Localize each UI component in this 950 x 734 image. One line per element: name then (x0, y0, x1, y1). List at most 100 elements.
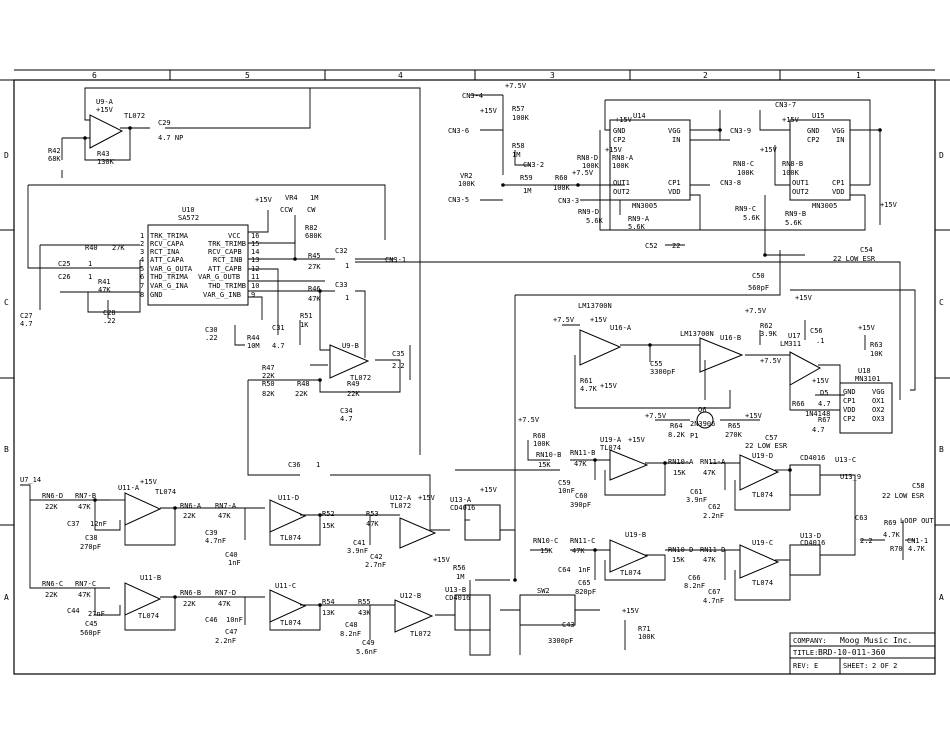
res-r82-ref: R82 (305, 224, 318, 232)
cap-c28-ref: C28 (103, 309, 116, 317)
u10-pin-num-8: 8 (140, 291, 144, 299)
res-r60-value: 100K (553, 184, 571, 192)
res-r71-value: 100K (638, 633, 656, 641)
u19b-ref: U19-B (625, 531, 646, 539)
power-15v-r71: +15V (622, 607, 640, 615)
connector-cn3-3: CN3-3 (558, 197, 579, 205)
u10-pin-num-12: 12 (251, 265, 259, 273)
res-r61-value: 4.7K (580, 385, 598, 393)
u10-pin-num-3: 3 (140, 248, 144, 256)
cap-c30-ref: C30 (205, 326, 218, 334)
res-rn7d-value: 47K (218, 600, 231, 608)
res-r53-value: 47K (366, 520, 379, 528)
cap-c66-value: 8.2nF (684, 582, 705, 590)
res-r49-ref: R49 (347, 380, 360, 388)
u17-part: LM311 (780, 340, 801, 348)
u10-pin-left-4: ATT_CAPA (150, 256, 185, 264)
res-r46-ref: R46 (308, 285, 321, 293)
connector-cn3-2: CN3-2 (523, 161, 544, 169)
res-r64-value: 8.2K (668, 431, 686, 439)
res-rn9a-value: 5.6K (628, 223, 646, 231)
power-15v-c56: +15V (795, 294, 813, 302)
title-label: TITLE: (793, 649, 818, 657)
res-rn6c-value: 22K (45, 591, 58, 599)
res-r55-ref: R55 (358, 598, 371, 606)
cap-c46-ref: C46 (205, 616, 218, 624)
power-15v-r56: +15V (433, 556, 451, 564)
cap-c35-ref: C35 (392, 350, 405, 358)
cap-c55-value: 3300pF (650, 368, 675, 376)
u14-pin-vdd: VDD (668, 188, 681, 196)
op-amp-u19a (609, 449, 649, 481)
cap-c43-ref: C43 (562, 621, 575, 629)
res-r40-ref: R40 (85, 244, 98, 252)
sheet-border: 6 5 4 3 2 1 D C B A D C B A (0, 69, 950, 675)
op-amp-u19c (739, 544, 780, 579)
cap-c28-value: .22 (103, 317, 116, 325)
op-amp-u12a (399, 517, 437, 549)
cap-c34-ref: C34 (340, 407, 353, 415)
clock-chip-u18: U18 MN3101 GND CP1 VDD CP2 VGG OX1 OX2 O… (843, 367, 885, 423)
power-15v-u13a: +15V (480, 486, 498, 494)
u10-pin-num-15: 15 (251, 240, 259, 248)
u10-pin-right-11: VAR_G_OUTB (198, 273, 240, 281)
res-r50-value: 82K (262, 390, 275, 398)
res-r46-value: 47K (308, 295, 321, 303)
cap-c52-ref: C52 (645, 242, 658, 250)
cap-c43-value: 3300pF (548, 637, 573, 645)
u10-pin-right-15: TRK_TRIMB (208, 240, 246, 248)
cap-c62-value: 2.2nF (703, 512, 724, 520)
res-rn8b-value: 100K (782, 169, 800, 177)
res-r50-ref: R50 (262, 380, 275, 388)
res-rn6d-value: 22K (45, 503, 58, 511)
cap-c40-value: 1nF (228, 559, 241, 567)
column-label-4: 4 (398, 71, 403, 80)
res-r45-value: 27K (308, 263, 321, 271)
u10-pin-num-7: 7 (140, 282, 144, 290)
power-15v-rn8c: +15V (760, 146, 778, 154)
u13a-part: CD4016 (450, 504, 475, 512)
res-rn6c-ref: RN6-C (42, 580, 63, 588)
res-r68-value: 100K (533, 440, 551, 448)
u13b-ref: U13-B (445, 586, 466, 594)
u10-pin-num-1: 1 (140, 232, 144, 240)
u14-pin-gnd: GND (613, 127, 626, 135)
res-r59-ref: R59 (520, 174, 533, 182)
res-r47-value: 22K (262, 372, 275, 380)
u19a-ref: U19-A (600, 436, 622, 444)
res-r45-ref: R45 (308, 252, 321, 260)
res-rn11b-value: 47K (574, 460, 587, 468)
res-r67-value: 4.7 (812, 426, 825, 434)
u10-pin-left-2: RCV_CAPA (150, 240, 185, 248)
res-rn8b-ref: RN8-B (782, 160, 803, 168)
res-r57-ref: R57 (512, 105, 525, 113)
u9b-part: TL072 (350, 374, 371, 382)
res-rn7d-ref: RN7-D (215, 589, 236, 597)
cap-c49-value: 5.6nF (356, 648, 377, 656)
connector-cn3-6: CN3-6 (448, 127, 469, 135)
res-rn7b-ref: RN7-B (75, 492, 96, 500)
res-r41-value: 47K (98, 286, 111, 294)
switch-sw2-ref: SW2 (537, 587, 550, 595)
power-7v5-r68: +7.5V (518, 416, 540, 424)
res-rn9d-value: 5.6K (586, 217, 604, 225)
cap-c61-value: 3.9nF (686, 496, 707, 504)
cap-c42-ref: C42 (370, 553, 383, 561)
res-rn6b-ref: RN6-B (180, 589, 201, 597)
u16b-ref: U16-B (720, 334, 741, 342)
u15-pin-vdd: VDD (832, 188, 845, 196)
connector-cn3-8: CN3-8 (720, 179, 741, 187)
cap-c52-value: 22 (672, 242, 680, 250)
row-label-c: C (4, 298, 9, 307)
cap-c29-ref: C29 (158, 119, 171, 127)
res-rn8d-value: 100K (582, 162, 600, 170)
res-rn8c-ref: RN8-C (733, 160, 754, 168)
power-15v-u9a: +15V (96, 106, 114, 114)
cap-c50-ref: C50 (752, 272, 765, 280)
res-rn10d-ref: RN10-D (668, 546, 693, 554)
cap-c56-ref: C56 (810, 327, 823, 335)
u10-pin-num-10: 10 (251, 282, 259, 290)
u16a-ref: U16-A (610, 324, 632, 332)
op-amp-u19d (739, 454, 780, 491)
u12b-part: TL072 (410, 630, 431, 638)
